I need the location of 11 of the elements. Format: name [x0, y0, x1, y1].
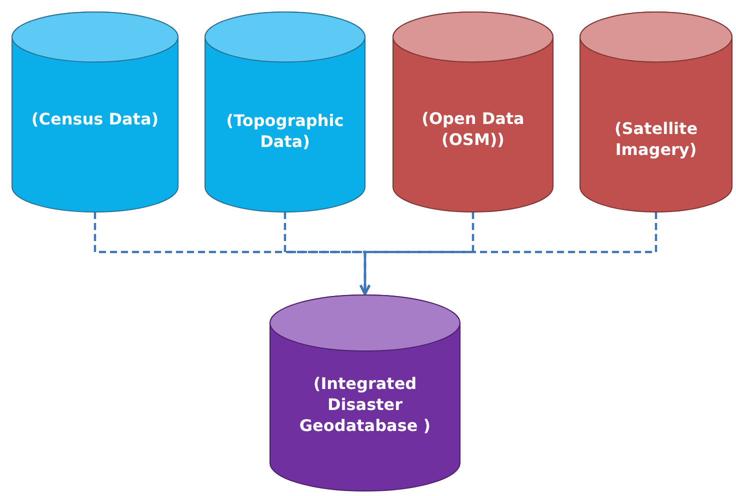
cylinder-label: (Integrated Disaster Geodatabase ): [298, 374, 432, 436]
database-cylinder: [393, 12, 553, 212]
cylinder-label: (Census Data): [30, 110, 160, 130]
database-cylinder: [580, 12, 732, 212]
database-cylinder: [12, 12, 178, 212]
dashed-connector-arrow: [360, 212, 658, 296]
cylinder-label: (Open Data (OSM)): [420, 109, 526, 151]
cylinder-label: (Satellite Imagery): [613, 119, 699, 161]
database-cylinder: [270, 295, 460, 491]
database-cylinder: [205, 12, 365, 212]
cylinder-label: (Topographic Data): [225, 111, 345, 153]
